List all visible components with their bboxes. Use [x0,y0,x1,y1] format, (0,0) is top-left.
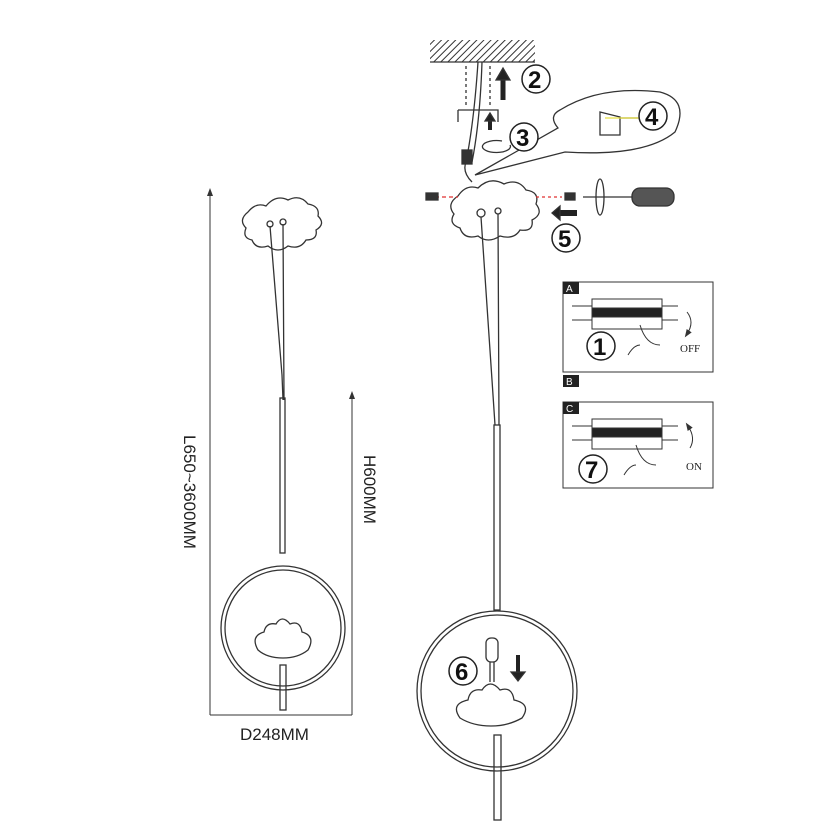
canopy [241,197,323,251]
canopy [450,180,540,241]
length-label: L650~3600MM [180,435,199,549]
left-lamp [220,197,346,711]
step-5: 5 [558,226,571,253]
right-lamp [416,40,681,821]
step-1: 1 [593,334,606,361]
panel-a-state: OFF [680,343,700,355]
panel-b-tag: B [566,377,573,388]
panel-a-tag: A [566,284,573,295]
panel-c-state: ON [686,461,702,473]
lotus [254,618,312,659]
panel-c-tag: C [566,404,573,415]
step-4: 4 [645,104,659,131]
lotus [455,683,527,727]
step-3: 3 [516,125,529,152]
step-markers: 2 3 4 5 6 [448,64,668,686]
panel-c: C 7 ON [562,401,714,489]
breaker-icon [572,298,678,330]
step-6: 6 [455,659,468,686]
panel-b: B [563,375,579,388]
step-2: 2 [528,67,541,94]
detail-callout [474,89,681,176]
bulb-icon [485,637,499,682]
screwdriver-icon [583,178,675,216]
ceiling [430,40,535,62]
diameter-label: D248MM [240,725,309,744]
step-7: 7 [585,457,598,484]
rotate-icon [481,139,512,154]
panel-a: A 1 OFF [562,281,714,373]
height-label: H600MM [360,455,379,524]
dimension-lines [207,188,355,716]
breaker-icon [572,418,678,450]
